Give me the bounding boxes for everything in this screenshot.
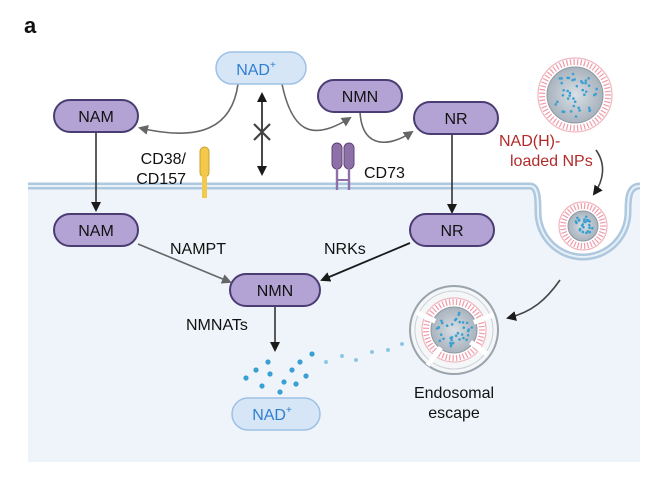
- nad-dot: [243, 375, 248, 380]
- nam-outside-label: NAM: [78, 109, 114, 126]
- node-nam-inside: NAM: [54, 214, 138, 246]
- nad-dot: [267, 371, 272, 376]
- nr-outside-label: NR: [444, 111, 467, 128]
- nad-dot: [253, 367, 258, 372]
- nam-inside-label: NAM: [78, 223, 114, 240]
- nad-dot: [400, 342, 404, 346]
- node-nam-outside: NAM: [54, 100, 138, 132]
- nad-dot: [340, 354, 344, 358]
- np-label-line2: loaded NPs: [510, 153, 593, 170]
- nad-dot: [281, 379, 286, 384]
- nanoparticle-free-icon: [538, 58, 612, 132]
- nampt-label: NAMPT: [170, 241, 226, 258]
- nmn-outside-label: NMN: [342, 89, 378, 106]
- nad-dot: [297, 359, 302, 364]
- arrow-nad-to-nam: [140, 84, 238, 133]
- nad-top-sup: +: [270, 60, 276, 71]
- nad-dot: [324, 360, 328, 364]
- nrks-label: NRKs: [324, 241, 366, 258]
- node-nad-top: NAD+: [216, 52, 306, 84]
- nad-dot: [293, 381, 298, 386]
- nad-bottom-label: NAD: [252, 407, 286, 424]
- nad-dot: [309, 351, 314, 356]
- endosomal-escape-line1: Endosomal: [414, 385, 494, 402]
- cd73-label: CD73: [364, 165, 405, 182]
- endosome-icon: [410, 286, 498, 374]
- nad-dot: [265, 359, 270, 364]
- nmn-inside-label: NMN: [257, 283, 293, 300]
- nad-dot: [354, 358, 358, 362]
- arrow-nmn-to-nr: [360, 112, 412, 142]
- node-nad-bottom: NAD+: [232, 398, 320, 430]
- endosomal-escape-line2: escape: [428, 405, 480, 422]
- nad-top-label: NAD: [236, 62, 270, 79]
- nr-inside-label: NR: [440, 223, 463, 240]
- nad-bottom-sup: +: [286, 405, 292, 416]
- cd38-label-line1: CD38/: [141, 151, 187, 168]
- nanoparticle-endocytosed-icon: [559, 202, 607, 250]
- nad-dot: [370, 350, 374, 354]
- nmnats-label: NMNATs: [186, 317, 248, 334]
- node-nmn-outside: NMN: [318, 80, 402, 112]
- node-nr-inside: NR: [410, 214, 494, 246]
- node-nmn-inside: NMN: [230, 274, 320, 306]
- arrow-np-endocytosis: [594, 150, 603, 194]
- np-label-line1: NAD(H)-: [499, 133, 560, 150]
- nad-dot: [303, 373, 308, 378]
- node-nr-outside: NR: [414, 102, 498, 134]
- nad-dot: [289, 367, 294, 372]
- cd38-label-line2: CD157: [136, 171, 186, 188]
- panel-label: a: [24, 13, 37, 38]
- nad-dot: [386, 348, 390, 352]
- nad-dot: [259, 383, 264, 388]
- nad-dot: [277, 389, 282, 394]
